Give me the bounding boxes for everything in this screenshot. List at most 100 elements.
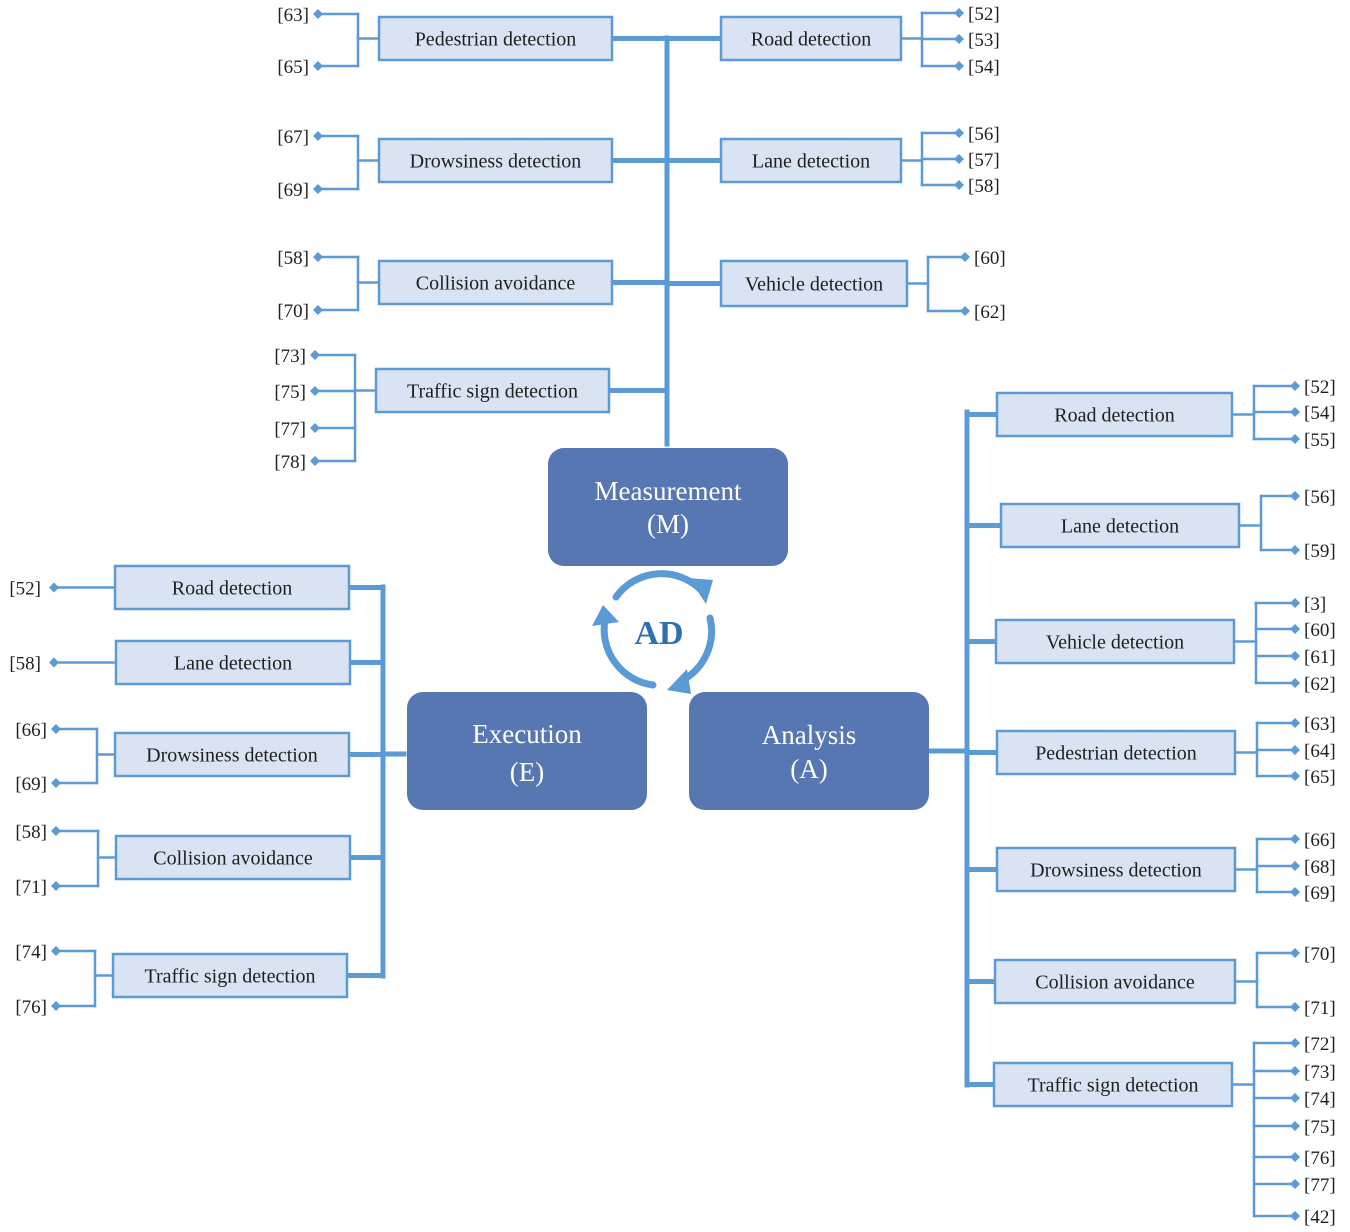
analysis-2-ref-diamond — [1290, 624, 1300, 634]
analysis-6-ref-label: [75] — [1304, 1117, 1336, 1138]
measurement-left-0-ref-diamond — [313, 61, 323, 71]
analysis-5-ref-diamond — [1290, 948, 1300, 958]
cycle-arrowhead-right — [667, 669, 691, 694]
measurement-left-3-ref-diamond — [310, 386, 320, 396]
measurement-left-3-ref-diamond — [310, 456, 320, 466]
analysis-6-label: Traffic sign detection — [1027, 1075, 1198, 1097]
execution-0-ref-diamond — [49, 582, 59, 593]
cycle-arrow-left — [600, 616, 657, 689]
measurement-right-0-label: Road detection — [751, 29, 872, 51]
measurement-right-1-box — [719, 137, 903, 184]
hub-execution: Execution (E) — [407, 692, 647, 810]
execution-0-label: Road detection — [172, 578, 293, 600]
execution-2-ref-diamond — [51, 778, 61, 788]
execution-4-box — [111, 952, 349, 999]
measurement-left-3-ref-label: [75] — [274, 382, 306, 403]
execution-2-ref-diamond — [51, 724, 61, 734]
execution-2-ref-label: [66] — [15, 720, 47, 741]
measurement-right-1-ref-diamond — [954, 154, 964, 164]
analysis-6-ref-label: [77] — [1304, 1175, 1336, 1196]
measurement-left-0-ref-label: [63] — [277, 5, 309, 26]
execution-3-label: Collision avoidance — [153, 848, 313, 870]
measurement-left-1-ref-label: [67] — [277, 127, 309, 148]
execution-0-box — [113, 564, 351, 611]
analysis-2-ref-diamond — [1290, 651, 1300, 661]
analysis-1-label: Lane detection — [1061, 516, 1179, 538]
analysis-0-box — [995, 391, 1234, 438]
analysis-2-label: Vehicle detection — [1046, 632, 1184, 654]
ad-center-label: AD — [634, 615, 683, 652]
measurement-left-2-ref-diamond — [313, 252, 323, 262]
analysis-0-ref-label: [54] — [1304, 403, 1336, 424]
execution-3-ref-diamond — [51, 881, 61, 891]
analysis-2-ref-label: [3] — [1304, 594, 1326, 615]
analysis-1-box — [999, 502, 1241, 549]
analysis-4-ref-diamond — [1290, 887, 1300, 897]
analysis-1-ref-diamond — [1290, 545, 1300, 555]
measurement-left-3-ref-label: [78] — [274, 452, 306, 473]
execution-4-ref-diamond — [51, 946, 61, 956]
execution-3-ref-label: [58] — [15, 822, 47, 843]
hub-execution-box — [407, 692, 647, 810]
measurement-right-2-label: Vehicle detection — [745, 274, 883, 296]
execution-4-ref-label: [76] — [15, 997, 47, 1018]
hub-execution-title: Execution — [472, 719, 582, 749]
analysis-4-ref-diamond — [1290, 861, 1300, 871]
measurement-right-2-ref-diamond — [960, 252, 970, 262]
execution-3-ref-diamond — [51, 826, 61, 836]
reference-markers: [63][65][67][69][58][70][73][75][77][78]… — [9, 4, 1335, 1228]
analysis-3-ref-label: [63] — [1304, 714, 1336, 735]
analysis-3-ref-diamond — [1290, 745, 1300, 755]
analysis-6-ref-label: [72] — [1304, 1034, 1336, 1055]
measurement-right-0-ref-label: [54] — [968, 57, 1000, 78]
execution-0-ref-label: [52] — [9, 579, 41, 600]
measurement-left-3-ref-diamond — [310, 423, 320, 433]
analysis-6-ref-diamond — [1290, 1038, 1300, 1048]
execution-2-ref-label: [69] — [15, 774, 47, 795]
analysis-2-ref-label: [60] — [1304, 620, 1336, 641]
hub-analysis: Analysis (A) — [689, 692, 929, 810]
analysis-3-ref-diamond — [1290, 771, 1300, 781]
execution-2-box — [113, 731, 351, 778]
analysis-0-label: Road detection — [1054, 405, 1175, 427]
analysis-5-ref-label: [70] — [1304, 944, 1336, 965]
measurement-left-0-box — [377, 15, 614, 62]
analysis-2-ref-diamond — [1290, 678, 1300, 688]
execution-3-box — [114, 834, 352, 881]
analysis-0-ref-label: [52] — [1304, 377, 1336, 398]
analysis-6-ref-diamond — [1290, 1066, 1300, 1076]
measurement-right-0-ref-diamond — [954, 34, 964, 44]
ad-cycle: AD — [592, 570, 716, 694]
measurement-left-2-ref-label: [58] — [277, 248, 309, 269]
hub-execution-abbr: (E) — [510, 757, 544, 787]
analysis-3-ref-label: [64] — [1304, 741, 1336, 762]
measurement-right-2-box — [719, 259, 909, 308]
hub-measurement-title: Measurement — [595, 476, 742, 506]
measurement-left-1-label: Drowsiness detection — [410, 151, 582, 173]
hub-analysis-box — [689, 692, 929, 810]
measurement-left-1-box — [377, 137, 614, 184]
measurement-left-3-box — [374, 367, 611, 414]
analysis-6-ref-diamond — [1290, 1093, 1300, 1103]
analysis-1-ref-label: [56] — [1304, 487, 1336, 508]
analysis-6-ref-label: [74] — [1304, 1089, 1336, 1110]
analysis-4-ref-label: [68] — [1304, 857, 1336, 878]
analysis-6-ref-label: [73] — [1304, 1062, 1336, 1083]
analysis-0-ref-label: [55] — [1304, 430, 1336, 451]
execution-4-label: Traffic sign detection — [144, 966, 315, 988]
analysis-4-label: Drowsiness detection — [1030, 860, 1202, 882]
analysis-6-ref-label: [76] — [1304, 1148, 1336, 1169]
analysis-4-ref-label: [66] — [1304, 830, 1336, 851]
analysis-0-ref-diamond — [1290, 434, 1300, 444]
analysis-6-ref-diamond — [1290, 1179, 1300, 1189]
measurement-right-1-ref-label: [56] — [968, 124, 1000, 145]
analysis-0-ref-diamond — [1290, 407, 1300, 417]
cycle-arrowhead-left — [592, 605, 619, 626]
connector-lines — [52, 11, 1297, 1218]
measurement-right-1-ref-label: [57] — [968, 150, 1000, 171]
execution-4-ref-label: [74] — [15, 942, 47, 963]
analysis-2-ref-label: [62] — [1304, 674, 1336, 695]
analysis-6-ref-label: [42] — [1304, 1207, 1336, 1228]
